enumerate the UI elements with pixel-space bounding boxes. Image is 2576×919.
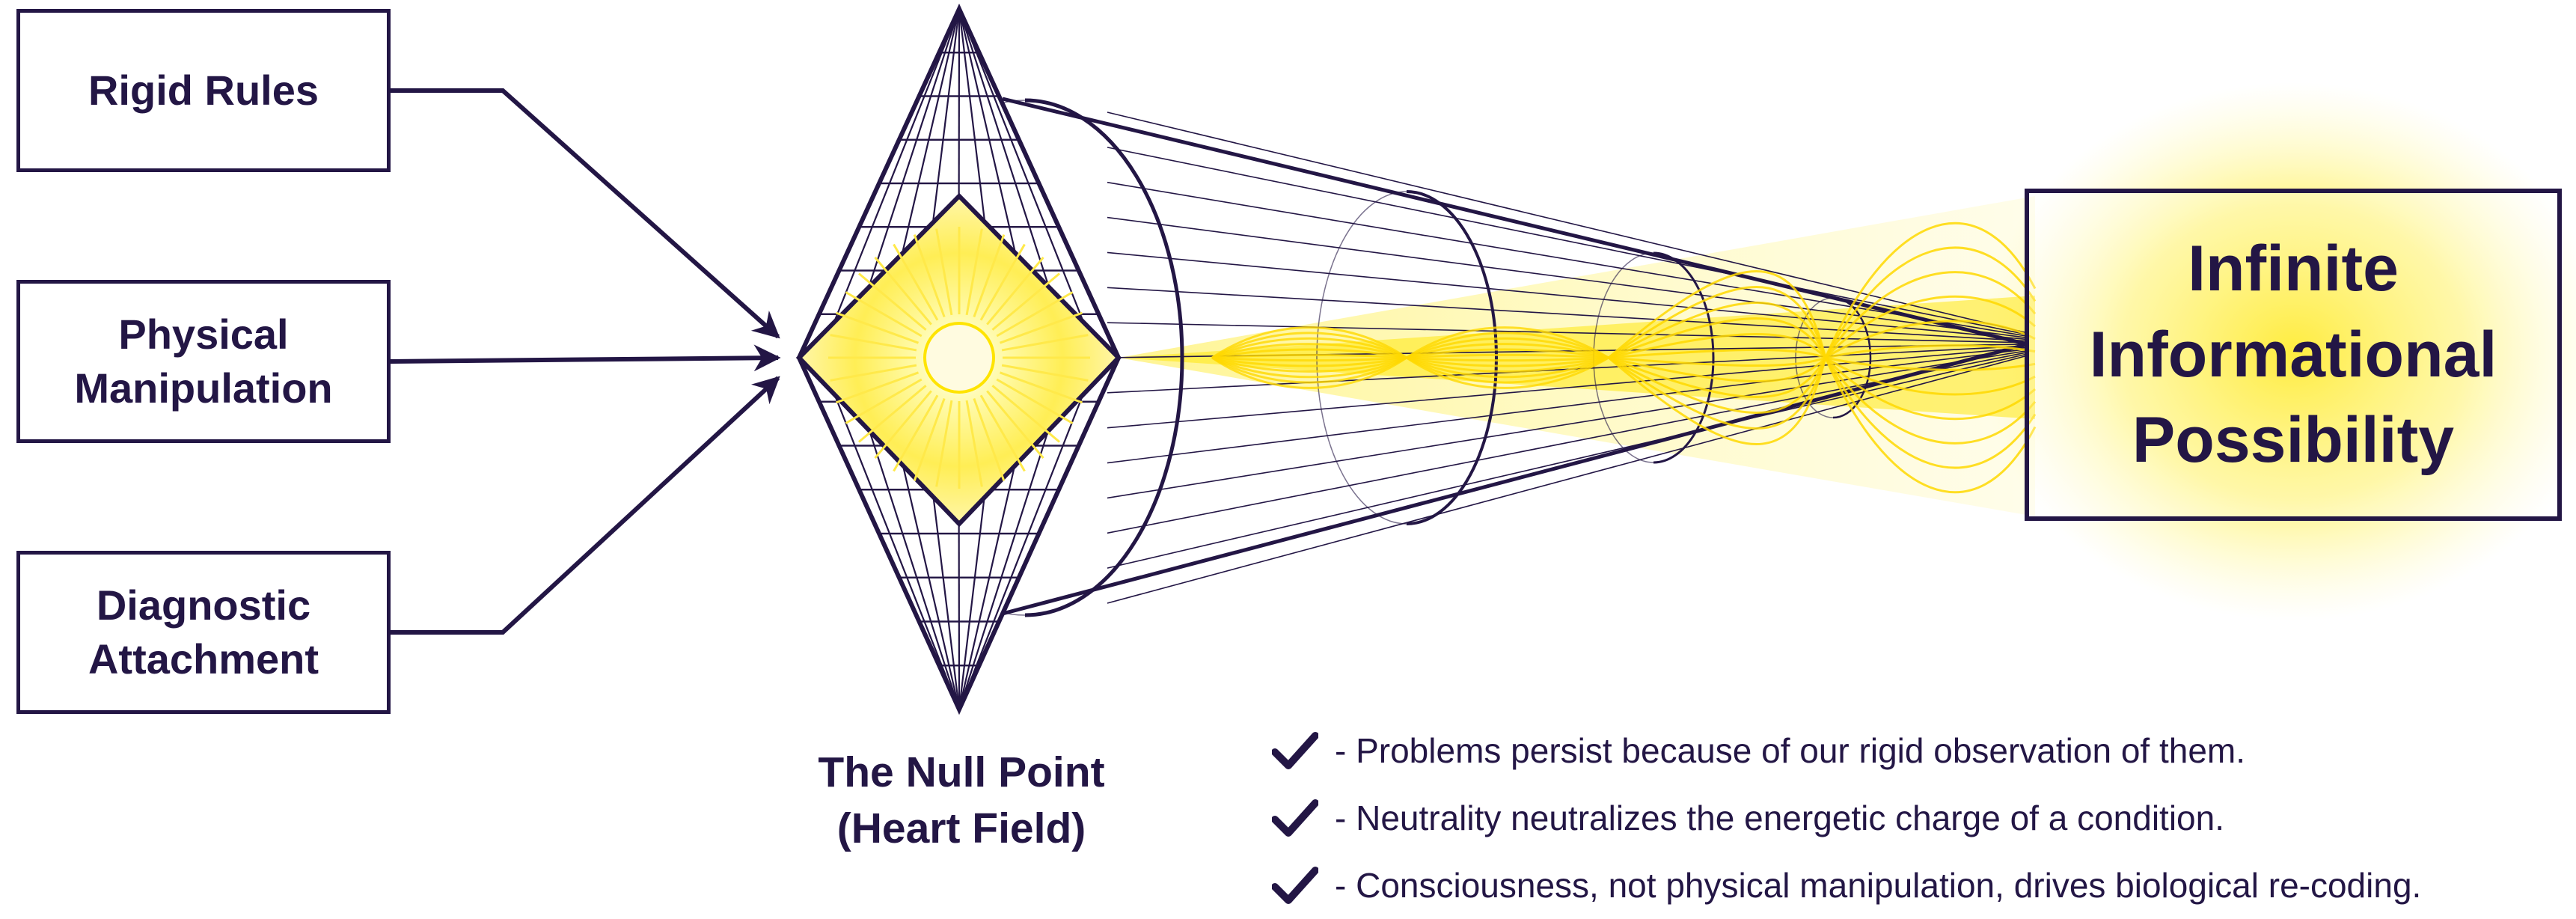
sun-ray [986, 256, 1044, 326]
sun-ray [913, 234, 946, 318]
sun-ray [996, 378, 1074, 424]
cone-line [1107, 287, 2028, 342]
cone-line [1107, 216, 2028, 339]
sun-ray [893, 394, 939, 472]
cone-line [1107, 322, 2028, 344]
note-text: - Neutrality neutralizes the energetic c… [1335, 799, 2224, 837]
sun-ray [986, 390, 1044, 460]
cone-line [1107, 346, 2028, 429]
sun-ray [965, 400, 983, 487]
note-item: - Consciousness, not physical manipulati… [1272, 852, 2570, 919]
diamond-line [958, 8, 1056, 305]
note-item: - Neutrality neutralizes the energetic c… [1272, 784, 2570, 852]
diamond-line [958, 8, 1024, 286]
diamond-line [862, 410, 961, 710]
sun-ray [935, 400, 953, 487]
sun-ray [893, 243, 939, 321]
wave-line [1608, 270, 2037, 494]
sun-ray [999, 371, 1083, 404]
sun-ray [1001, 364, 1089, 382]
sun-core [923, 322, 995, 394]
connector-physical-manipulation [390, 344, 781, 372]
diamond-line [894, 8, 961, 286]
sun-ray [996, 291, 1074, 338]
cone-edge [1002, 97, 2028, 346]
note-text: - Consciousness, not physical manipulati… [1335, 866, 2422, 905]
sun-ray [836, 311, 920, 344]
sun-ray [973, 397, 1006, 481]
diamond-line [958, 8, 1088, 331]
sun-ray [874, 256, 932, 326]
cone-line [1107, 112, 2028, 334]
null-point-diamond [795, 3, 1122, 715]
cone-ring [1406, 190, 1498, 525]
cone-line [1107, 353, 2028, 569]
wave-line [1211, 326, 1609, 389]
sun-ray [845, 291, 923, 338]
cone-ring [1024, 98, 1184, 617]
diamond-line [958, 410, 1056, 710]
cone-line [1107, 349, 2028, 499]
cone-line [1107, 348, 2028, 464]
sun-ray [830, 364, 917, 382]
input-box-physical-manipulation: Physical Manipulation [16, 280, 391, 443]
cone-ring [1316, 191, 1407, 525]
null-point-label-text: The Null Point (Heart Field) [818, 748, 1105, 853]
sun-ray [830, 334, 917, 352]
input-label-physical-manipulation: Physical Manipulation [74, 311, 333, 412]
null-point-label: The Null Point (Heart Field) [778, 745, 1145, 857]
checkmark-icon [1272, 797, 1318, 839]
sun-ray [991, 385, 1061, 443]
input-box-diagnostic-attachment: Diagnostic Attachment [16, 551, 391, 714]
diamond-line [830, 385, 961, 710]
input-connectors [390, 88, 781, 635]
cone-line [1107, 351, 2028, 534]
input-label-diagnostic-attachment: Diagnostic Attachment [88, 581, 319, 683]
diamond-line [862, 8, 961, 305]
checkmark-icon [1272, 864, 1318, 906]
notes-list: - Problems persist because of our rigid … [1272, 717, 2570, 919]
sun-ray [874, 390, 932, 460]
sun-ray [845, 378, 923, 424]
input-label-rigid-rules: Rigid Rules [88, 67, 319, 115]
cone-ring [1832, 296, 1872, 419]
sun-ray [979, 394, 1026, 472]
wave-lines [1211, 222, 2037, 494]
output-label: Infinite Informational Possibility [2089, 233, 2497, 477]
sun-ray [857, 272, 927, 331]
cone-line [1107, 251, 2028, 341]
checkmark-icon [1272, 730, 1318, 772]
cone-edge [1002, 342, 2028, 616]
sun-ray [1001, 334, 1089, 352]
cone-line [1107, 181, 2028, 338]
output-box: Infinite Informational Possibility [2025, 189, 2562, 521]
diamond-line [830, 8, 961, 331]
sun-ray [935, 228, 953, 316]
sun-ray [991, 272, 1061, 331]
diamond-line [894, 430, 961, 710]
diamond-line [958, 430, 1024, 710]
sun-ray [979, 243, 1026, 321]
note-text: - Problems persist because of our rigid … [1335, 731, 2246, 770]
note-item: - Problems persist because of our rigid … [1272, 717, 2570, 784]
sun-ray [857, 385, 927, 443]
input-box-rigid-rules: Rigid Rules [16, 9, 391, 172]
output-glow [1979, 82, 2576, 621]
sun-ray [836, 371, 920, 404]
connector-rigid-rules [391, 88, 780, 339]
sun-ray [913, 397, 946, 481]
sun-ray [999, 311, 1083, 344]
sun-ray [965, 228, 983, 316]
connector-diagnostic-attachment [391, 376, 780, 635]
diamond-line [958, 385, 1088, 710]
sun-ray [973, 234, 1006, 318]
